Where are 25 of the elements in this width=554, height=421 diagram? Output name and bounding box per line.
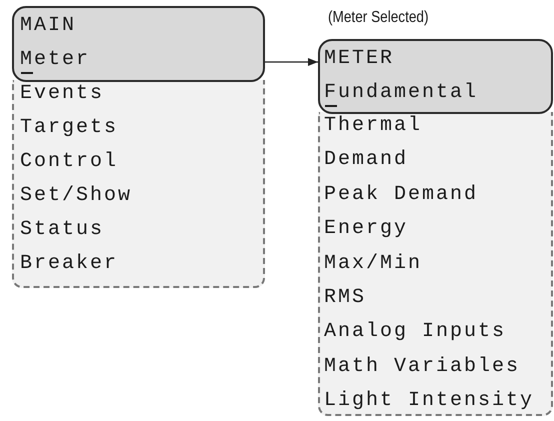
menu-title: MAIN (20, 14, 76, 38)
menu-item: Max/Min (324, 252, 422, 276)
menu-list-box (12, 80, 265, 288)
menu-item: Targets (20, 116, 118, 140)
menu-item: Analog Inputs (324, 320, 506, 344)
menu-item: Breaker (20, 252, 118, 276)
menu-item: Demand (324, 148, 408, 172)
menu-item: Math Variables (324, 354, 520, 379)
menu-item: Thermal (324, 114, 422, 138)
menu-caption: (Meter Selected) (328, 9, 429, 27)
menu-item: Light Intensity (324, 389, 534, 414)
menu-item: Set/Show (20, 184, 132, 208)
menu-item: Status (20, 218, 104, 242)
menu-item: Fundamental (324, 81, 478, 105)
menu-item: Events (20, 82, 104, 106)
menu-header-box (12, 6, 265, 82)
menu-list-box (318, 112, 553, 416)
menu-item: Meter (20, 48, 90, 72)
menu-item: Control (20, 150, 118, 174)
menu-item: Peak Demand (324, 182, 478, 207)
menu-item: Energy (324, 217, 408, 242)
arrow (265, 58, 318, 66)
menu-header-box (318, 39, 553, 114)
menu-title: METER (324, 47, 394, 71)
menu-item: RMS (324, 286, 366, 310)
